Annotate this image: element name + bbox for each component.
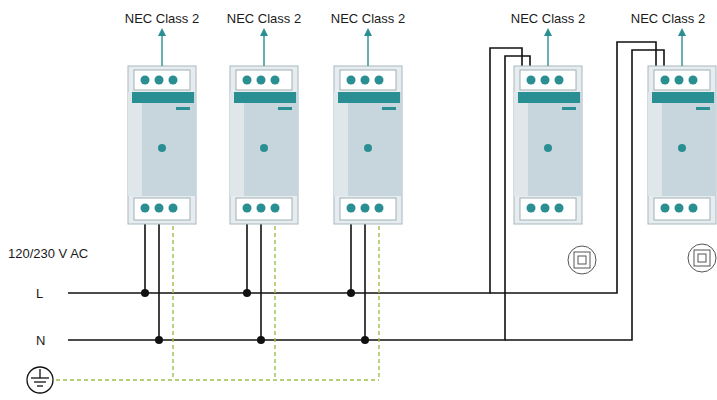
ground-wire <box>274 212 275 380</box>
wires <box>56 42 664 380</box>
output-label: NEC Class 2 <box>125 12 199 25</box>
double-insulation-symbol <box>568 246 596 274</box>
neutral-wire <box>158 212 160 340</box>
junction-dot <box>257 336 265 344</box>
neutral-label: N <box>36 334 45 347</box>
ground-wire <box>172 212 173 380</box>
ground-wire <box>378 212 379 380</box>
power-supply-module <box>230 28 298 224</box>
junction-dot <box>347 289 355 297</box>
line-wire <box>68 48 522 293</box>
double-insulation-symbol <box>688 244 716 272</box>
power-supply-module <box>648 28 716 224</box>
neutral-wire <box>364 212 366 340</box>
ground-symbol <box>27 367 53 393</box>
junction-dot <box>243 289 251 297</box>
line-wire <box>490 42 656 293</box>
ground-wire <box>56 379 379 380</box>
output-label: NEC Class 2 <box>511 12 585 25</box>
power-supply-module <box>334 28 402 224</box>
neutral-wire <box>68 56 530 340</box>
output-label: NEC Class 2 <box>631 12 705 25</box>
neutral-wire <box>260 212 262 340</box>
junction-dot <box>155 336 163 344</box>
junction-dot <box>361 336 369 344</box>
output-label: NEC Class 2 <box>227 12 301 25</box>
supply-voltage-label: 120/230 V AC <box>8 247 88 260</box>
output-label: NEC Class 2 <box>331 12 405 25</box>
power-supply-module <box>128 28 196 224</box>
junction-dot <box>141 289 149 297</box>
neutral-wire <box>505 50 664 340</box>
power-supply-module <box>514 28 582 224</box>
line-label: L <box>36 287 43 300</box>
